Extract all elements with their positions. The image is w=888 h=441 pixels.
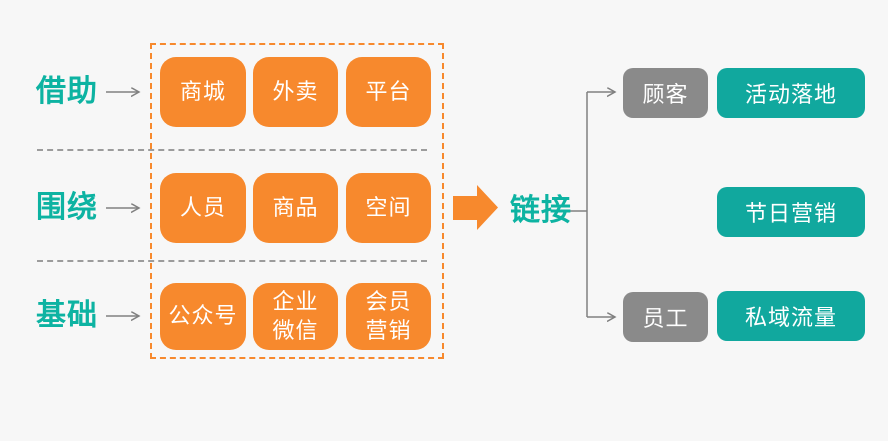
row-label-3: 基础 (36, 299, 98, 332)
grid-box: 会员 营销 (346, 283, 431, 350)
grid-box: 企业 微信 (253, 283, 338, 350)
result-box: 节日营销 (717, 187, 865, 237)
row-separator-2 (37, 260, 427, 262)
grid-box: 商品 (253, 173, 338, 243)
link-label: 链接 (510, 194, 572, 227)
grid-box: 外卖 (253, 57, 338, 127)
block-arrow-icon (453, 185, 498, 230)
row-separator-1 (37, 149, 427, 151)
grid-box: 平台 (346, 57, 431, 127)
tag-box: 员工 (623, 292, 708, 342)
row-label-1: 借助 (36, 75, 98, 108)
row-label-2: 围绕 (36, 191, 98, 224)
result-box: 私域流量 (717, 291, 865, 341)
tag-box: 顾客 (623, 68, 708, 118)
result-box: 活动落地 (717, 68, 865, 118)
grid-box: 商城 (160, 57, 246, 127)
dashed-container (150, 43, 444, 359)
grid-box: 人员 (160, 173, 246, 243)
grid-box: 空间 (346, 173, 431, 243)
grid-box: 公众号 (160, 283, 246, 350)
